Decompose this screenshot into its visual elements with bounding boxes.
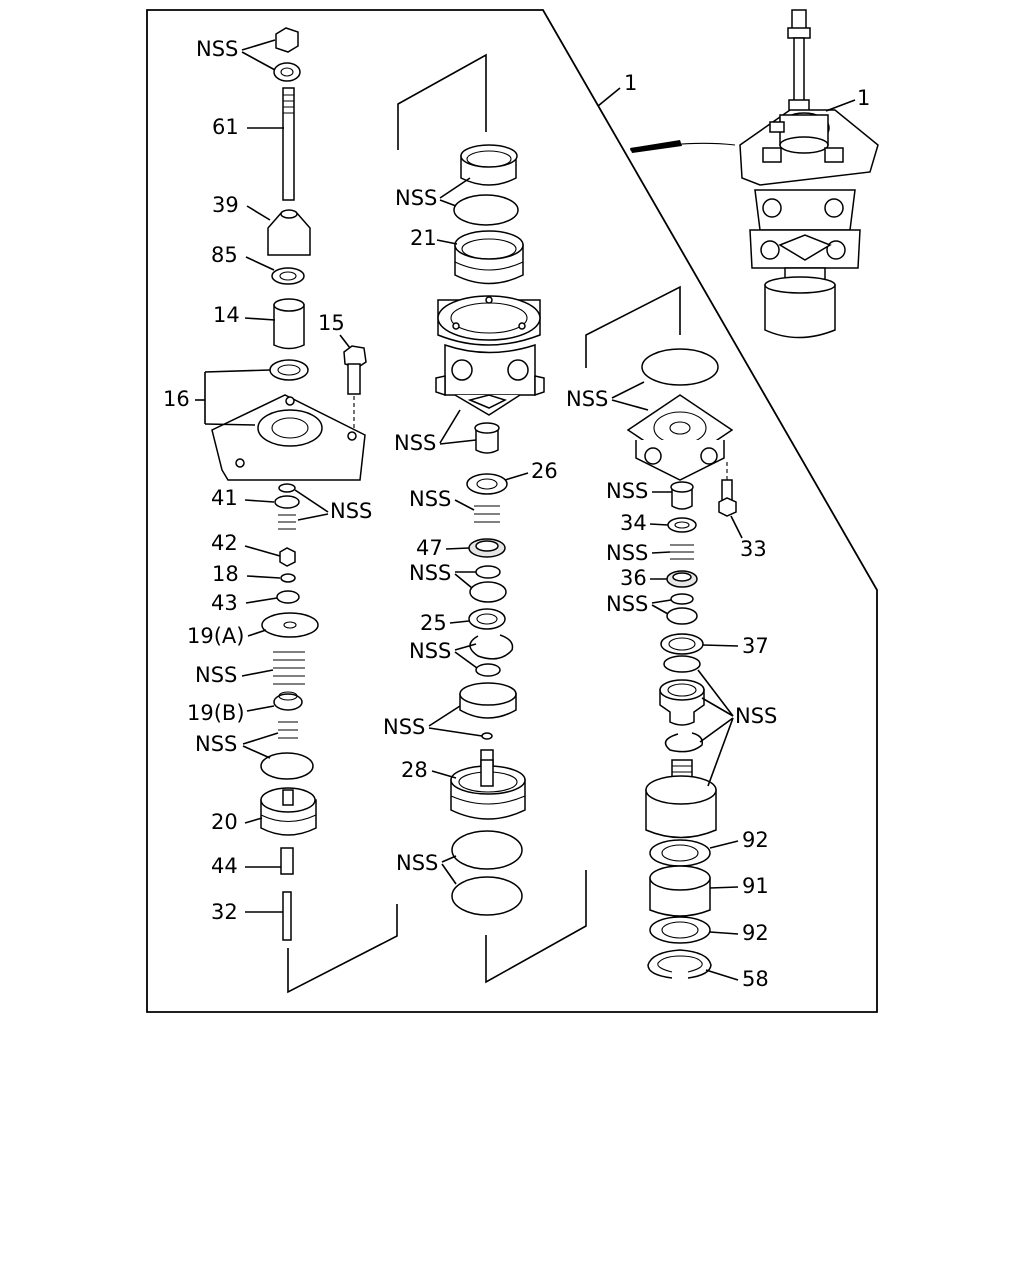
callout-nss-13: NSS: [606, 479, 648, 503]
callout-nss-11: NSS: [396, 851, 438, 875]
callout-19a: 19(A): [187, 624, 244, 648]
callout-nss-9: NSS: [409, 639, 451, 663]
callout-nss-14: NSS: [606, 541, 648, 565]
callout-43: 43: [211, 591, 238, 615]
callout-19b: 19(B): [187, 701, 245, 725]
callout-42: 42: [211, 531, 238, 555]
callout-32: 32: [211, 900, 238, 924]
callout-91: 91: [742, 874, 769, 898]
callout-nss-10: NSS: [383, 715, 425, 739]
callout-33: 33: [740, 537, 767, 561]
callout-nss-2: NSS: [330, 499, 372, 523]
callout-37: 37: [742, 634, 769, 658]
callout-92-lower: 92: [742, 921, 769, 945]
callout-85: 85: [211, 243, 238, 267]
callout-61: 61: [212, 115, 239, 139]
callout-26: 26: [531, 459, 558, 483]
callout-nss-12: NSS: [566, 387, 608, 411]
callout-34: 34: [620, 511, 647, 535]
callout-47: 47: [416, 536, 443, 560]
callout-36: 36: [620, 566, 647, 590]
callout-41: 41: [211, 486, 238, 510]
callout-nss-16: NSS: [735, 704, 777, 728]
callout-39: 39: [212, 193, 239, 217]
callout-nss-4: NSS: [195, 732, 237, 756]
callout-28: 28: [401, 758, 428, 782]
callout-58: 58: [742, 967, 769, 991]
callout-21: 21: [410, 226, 437, 250]
assembled-valve-illustration: [629, 9, 879, 339]
callout-nss-3: NSS: [195, 663, 237, 687]
callout-18: 18: [212, 562, 239, 586]
callout-1-frame: 1: [624, 71, 637, 95]
callout-44: 44: [211, 854, 238, 878]
callout-14: 14: [213, 303, 240, 327]
assembly-frame: [146, 9, 878, 1013]
bracket-middle-top: [397, 53, 487, 150]
callout-nss-15: NSS: [606, 592, 648, 616]
bracket-left-bottom: [287, 904, 398, 994]
callout-20: 20: [211, 810, 238, 834]
callout-nss-7: NSS: [409, 487, 451, 511]
left-column-parts: [211, 27, 367, 941]
bracket-middle-bottom: [485, 870, 587, 984]
callout-nss-8: NSS: [409, 561, 451, 585]
callout-nss-5: NSS: [395, 186, 437, 210]
callout-15: 15: [318, 311, 345, 335]
callout-1-assembly: 1: [857, 86, 870, 110]
callout-25: 25: [420, 611, 447, 635]
callout-16: 16: [163, 387, 190, 411]
callout-92-upper: 92: [742, 828, 769, 852]
callout-nss-6: NSS: [394, 431, 436, 455]
bracket-right-top: [585, 285, 681, 368]
right-column-parts: [585, 285, 737, 979]
callout-nss-1: NSS: [196, 37, 238, 61]
middle-column-parts: [397, 53, 587, 984]
